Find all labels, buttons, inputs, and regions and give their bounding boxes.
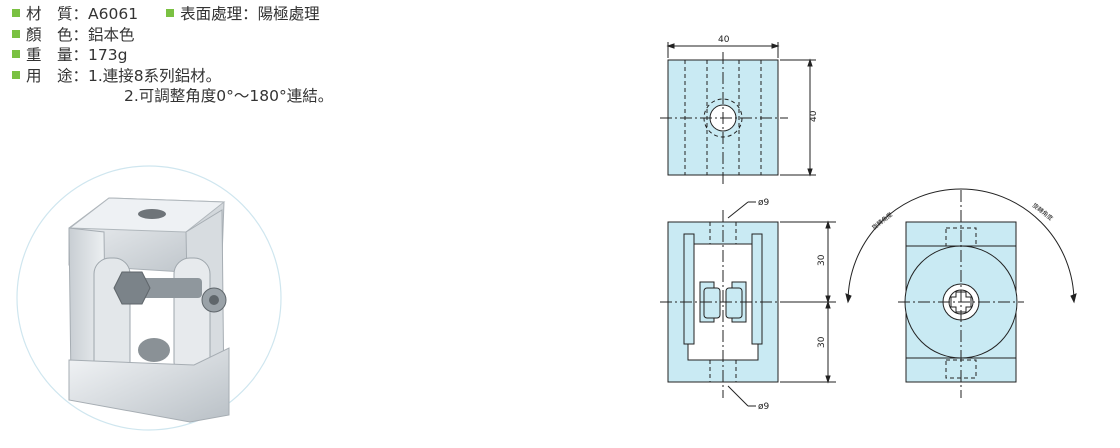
usage-line-1: 1.連接8系列鋁材。 xyxy=(88,66,222,85)
bullet-icon xyxy=(12,50,20,58)
material-label: 材 質： xyxy=(26,5,89,23)
weight-value: 173g xyxy=(88,46,128,64)
color-value: 鋁本色 xyxy=(88,25,135,44)
bullet-icon xyxy=(12,70,20,79)
hole-bottom-label: ø9 xyxy=(758,402,770,412)
spec-row-material: 材 質：A6061 表面處理：陽極處理 xyxy=(12,4,333,25)
usage-line-2: 2.可調整角度0°～180°連結。 xyxy=(124,87,334,105)
material-value: A6061 xyxy=(88,5,139,23)
surface-value: 陽極處理 xyxy=(257,5,320,23)
usage-label: 用 途： xyxy=(26,66,89,85)
dim-upper-label: 30 xyxy=(817,254,827,266)
surface-label: 表面處理： xyxy=(180,5,258,23)
spec-row-weight: 重 量：173g xyxy=(12,45,333,66)
technical-drawing: 40 40 ø9 ø9 30 30 旋轉角度 旋轉角度 xyxy=(660,35,1077,412)
spec-row-usage-2: 2.可調整角度0°～180°連結。 xyxy=(12,86,333,107)
bullet-icon xyxy=(12,9,20,17)
angle-left-label: 旋轉角度 xyxy=(870,210,894,231)
dim-width-label: 40 xyxy=(718,35,730,45)
spec-row-usage: 用 途：1.連接8系列鋁材。 xyxy=(12,66,333,87)
spec-list: 材 質：A6061 表面處理：陽極處理 顏 色：鋁本色 重 量：173g 用 途：… xyxy=(12,4,333,107)
dim-height-label: 40 xyxy=(809,110,819,122)
bullet-icon xyxy=(12,29,20,38)
dim-lower-label: 30 xyxy=(817,336,827,348)
hole-top-label: ø9 xyxy=(758,198,770,208)
color-label: 顏 色： xyxy=(26,25,89,44)
spec-row-color: 顏 色：鋁本色 xyxy=(12,25,333,46)
bullet-icon xyxy=(166,9,175,17)
weight-label: 重 量： xyxy=(26,46,89,64)
product-photo xyxy=(16,165,282,431)
angle-right-label: 旋轉角度 xyxy=(1031,201,1055,222)
